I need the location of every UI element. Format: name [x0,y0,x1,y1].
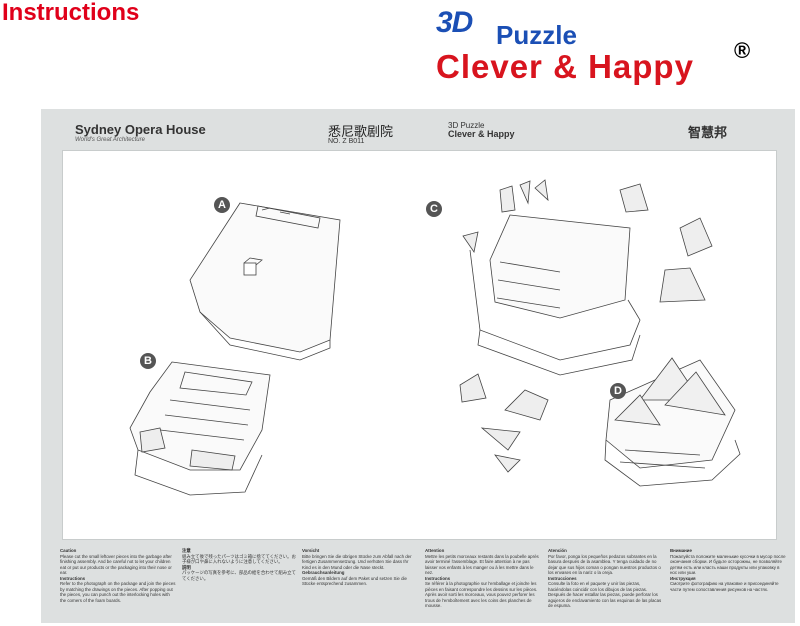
step-c-diagram [459,179,713,473]
instruction-heading: Attention [425,548,445,553]
instruction-heading2: Инструкция [670,575,696,581]
instruction-block-french: Attention Mettre les petits morceaux res… [425,548,541,609]
instruction-text: Bitte bringen Sie die übrigen Stücke zum… [302,553,412,570]
registered-mark: ® [734,38,751,63]
instruction-text: Por favor, ponga los pequeños pedazos so… [548,553,661,576]
sheet-brand: 3D Puzzle Clever & Happy [448,122,515,139]
instruction-heading2: Instructions [425,575,451,581]
instruction-text: Mettre les petits morceaux restants dans… [425,553,539,576]
step-a-diagram [189,202,341,361]
brand-3d-mark: 3D [436,6,473,39]
step-d-marker: D [610,383,626,399]
page-title: Instructions [2,0,140,26]
instruction-heading: Внимание [670,548,692,553]
instruction-heading2: Instructions [60,575,86,581]
instruction-text: Пожалуйста положите маленькие кусочки в … [670,553,786,576]
brand-puzzle-text: Puzzle [496,20,577,50]
step-c-marker: C [426,201,442,217]
instruction-block-english: Caution Please cut the small leftover pi… [60,548,176,603]
instruction-block-german: Vorsicht Bitte bringen Sie die übrigen S… [302,548,418,587]
step-b-diagram [129,361,271,496]
instruction-heading: Vorsicht [302,548,320,553]
instruction-block-spanish: Atención Por favor, ponga los pequeños p… [548,548,664,609]
instruction-text2: Consulte la foto en el paquete y unir la… [548,581,662,608]
sheet-subtitle: World's Great Architecture [75,137,145,143]
instruction-block-japanese: 注意 組み立て後で残ったパーツはゴミ箱に捨ててください。お子様が口や鼻に入れない… [182,548,298,581]
assembly-panel [62,150,777,540]
sheet-title: Sydney Opera House [75,122,206,137]
instruction-heading2: Gebrauchsanleitung [302,570,345,575]
sheet-logo: 智慧邦 [688,125,728,140]
instruction-block-russian: Внимание Пожалуйста положите маленькие к… [670,548,786,592]
step-b-marker: B [140,353,156,369]
instruction-text2: Gemäß den Bildern auf dem Paket und setz… [302,575,407,587]
step-a-marker: A [214,197,230,213]
instruction-heading2: Instrucciones [548,575,577,581]
step-d-diagram [604,357,741,487]
instruction-heading: Atención [548,548,567,553]
instruction-text: Please cut the small leftover pieces int… [60,553,172,576]
instruction-heading: 注意 [182,548,191,553]
instruction-heading: Caution [60,548,77,553]
instruction-text2: Se référer à la photographie sur l'embal… [425,581,538,608]
sheet-model-number: NO. Z B011 [328,138,365,145]
sheet-brand-line2: Clever & Happy [448,129,515,139]
instruction-text2: Смотрите фотографию на упаковке и присое… [670,581,779,592]
instruction-text: 組み立て後で残ったパーツはゴミ箱に捨ててください。お子様が口や鼻に入れないように… [182,553,296,565]
instruction-text2: Refer to the photograph on the package a… [60,581,176,603]
instruction-heading2: 説明 [182,564,191,570]
sheet-chinese-title: 悉尼歌剧院 [328,125,394,140]
sheet-brand-line1: 3D Puzzle [448,121,485,130]
brand-name: Clever & Happy [436,48,694,85]
instruction-text2: パッケージの写真を参考に、部品の絵を合わせて組み立ててください。 [182,570,296,581]
